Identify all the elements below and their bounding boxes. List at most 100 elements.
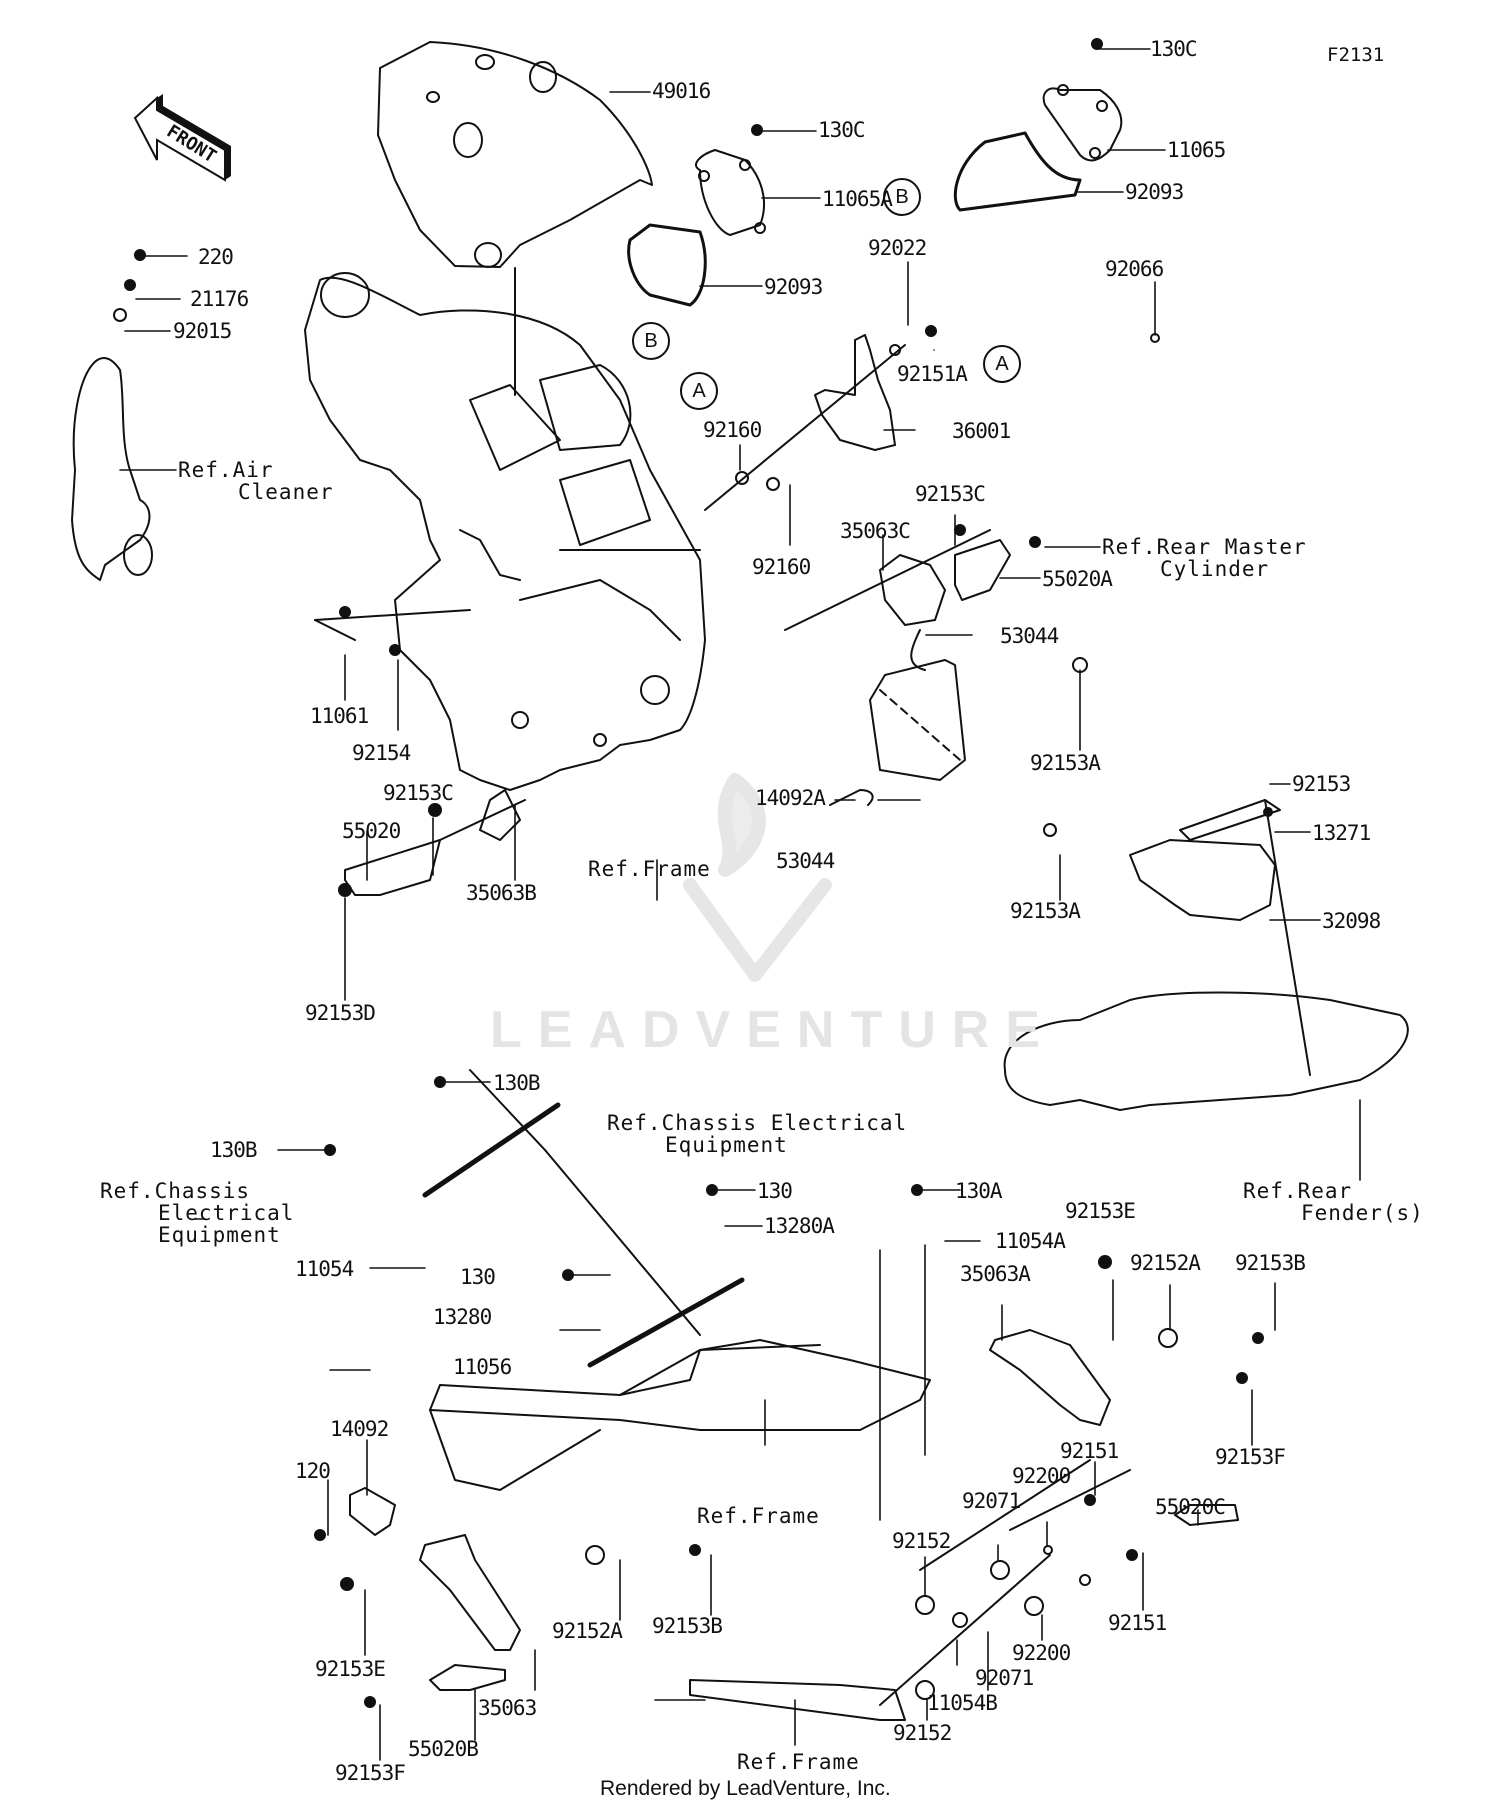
ref-line: Ref.Rear Master — [1102, 535, 1307, 559]
part-label[interactable]: 92153B — [652, 1614, 723, 1638]
air-cleaner-outlet — [123, 534, 153, 576]
part-92093-gasket-a — [627, 223, 707, 307]
part-label[interactable]: 92022 — [868, 236, 927, 260]
part-label[interactable]: 130A — [955, 1179, 1003, 1203]
lower-frame-shape — [429, 1339, 931, 1431]
part-label[interactable]: 120 — [295, 1459, 331, 1483]
part-label[interactable]: 92153F — [1215, 1445, 1286, 1469]
ref-marker-a-top[interactable]: A — [680, 372, 718, 410]
rear-fender-shape — [1003, 991, 1409, 1111]
part-label[interactable]: 130 — [460, 1265, 496, 1289]
part-label[interactable]: 92151 — [1108, 1611, 1167, 1635]
part-label[interactable]: 92153 — [1292, 772, 1351, 796]
part-label[interactable]: 55020 — [342, 819, 401, 843]
part-label[interactable]: 32098 — [1322, 909, 1381, 933]
fastener-icons — [113, 38, 1273, 1708]
part-label[interactable]: 92093 — [1125, 180, 1184, 204]
part-label[interactable]: 55020B — [408, 1737, 479, 1761]
part-label[interactable]: 14092 — [330, 1417, 389, 1441]
ref-line: Ref.Air — [178, 458, 274, 482]
ref-line: Cylinder — [1160, 557, 1270, 581]
part-label[interactable]: 11054 — [295, 1257, 354, 1281]
ref-label-chassis-electrical-2[interactable]: Ref.Chassis Electrical Equipment — [100, 1180, 294, 1246]
part-label[interactable]: 92153E — [1065, 1199, 1136, 1223]
ref-label-frame-bottom[interactable]: Ref.Frame — [737, 1751, 860, 1773]
part-49016-shape — [377, 41, 653, 268]
part-label[interactable]: 49016 — [652, 79, 711, 103]
part-32098-shape — [1129, 839, 1276, 921]
part-label[interactable]: 92071 — [962, 1489, 1021, 1513]
ref-label-rear-master-cylinder[interactable]: Ref.Rear Master Cylinder — [1102, 536, 1307, 580]
part-label[interactable]: 11065 — [1167, 138, 1226, 162]
part-11054-bar — [422, 1102, 561, 1198]
part-label[interactable]: 36001 — [952, 419, 1011, 443]
ref-label-rear-fender[interactable]: Ref.Rear Fender(s) — [1243, 1180, 1424, 1224]
part-label[interactable]: 35063 — [478, 1696, 537, 1720]
part-label[interactable]: 53044 — [776, 849, 835, 873]
part-label[interactable]: 130C — [818, 118, 866, 142]
fuel-tank-body — [304, 276, 706, 791]
part-label[interactable]: 14092A — [755, 786, 826, 810]
part-label[interactable]: 11061 — [310, 704, 369, 728]
part-label[interactable]: 55020C — [1155, 1495, 1226, 1519]
part-label[interactable]: 21176 — [190, 287, 249, 311]
part-label[interactable]: 92200 — [1012, 1641, 1071, 1665]
ref-marker-a-right[interactable]: A — [983, 345, 1021, 383]
ref-line: Ref.Chassis Electrical — [607, 1111, 908, 1135]
part-label[interactable]: 11056 — [453, 1355, 512, 1379]
part-label[interactable]: 92153A — [1030, 751, 1101, 775]
part-55020b-shape — [429, 1664, 506, 1691]
ref-label-air-cleaner[interactable]: Ref.Air Cleaner — [178, 459, 334, 503]
part-label[interactable]: 92152A — [1130, 1251, 1201, 1275]
part-label[interactable]: 92151A — [897, 362, 968, 386]
part-label[interactable]: 92153A — [1010, 899, 1081, 923]
part-label[interactable]: 13280 — [433, 1305, 492, 1329]
front-direction-arrow-icon: FRONT — [133, 94, 231, 182]
ref-line: Electrical — [158, 1201, 295, 1225]
part-label[interactable]: 92153E — [315, 1657, 386, 1681]
part-label[interactable]: 35063C — [840, 519, 911, 543]
part-label[interactable]: 92153C — [915, 482, 986, 506]
part-label[interactable]: 92160 — [703, 418, 762, 442]
ref-label-frame-upper[interactable]: Ref.Frame — [588, 858, 711, 880]
part-label[interactable]: 92015 — [173, 319, 232, 343]
ref-marker-b-top[interactable]: B — [632, 322, 670, 360]
part-label[interactable]: 92071 — [975, 1666, 1034, 1690]
part-label[interactable]: 13271 — [1312, 821, 1371, 845]
part-label[interactable]: 13280A — [764, 1214, 835, 1238]
part-label[interactable]: 92093 — [764, 275, 823, 299]
part-label[interactable]: 55020A — [1042, 567, 1113, 591]
part-label[interactable]: 92153B — [1235, 1251, 1306, 1275]
part-label[interactable]: 92160 — [752, 555, 811, 579]
part-label[interactable]: 130C — [1150, 37, 1198, 61]
part-label[interactable]: 92153D — [305, 1001, 376, 1025]
part-label[interactable]: 92151 — [1060, 1439, 1119, 1463]
ref-marker-b-right[interactable]: B — [883, 178, 921, 216]
part-label[interactable]: 92154 — [352, 741, 411, 765]
part-label[interactable]: 92152 — [892, 1529, 951, 1553]
part-label[interactable]: 92152A — [552, 1619, 623, 1643]
part-label[interactable]: 92200 — [1012, 1464, 1071, 1488]
part-label[interactable]: 35063A — [960, 1262, 1031, 1286]
part-35063b-shape — [479, 789, 521, 841]
part-label[interactable]: 92153C — [383, 781, 454, 805]
ref-line: Ref.Rear — [1243, 1179, 1353, 1203]
ref-label-chassis-electrical-1[interactable]: Ref.Chassis Electrical Equipment — [607, 1112, 907, 1156]
part-label[interactable]: 220 — [198, 245, 234, 269]
part-label[interactable]: 92153F — [335, 1761, 406, 1785]
air-cleaner-duct — [71, 357, 151, 581]
part-label[interactable]: 92152 — [893, 1721, 952, 1745]
part-55020c-shape — [1174, 1504, 1239, 1526]
part-11056-bar — [587, 1277, 745, 1368]
part-label[interactable]: 130B — [210, 1138, 258, 1162]
part-label[interactable]: 53044 — [1000, 624, 1059, 648]
ref-label-frame-middle[interactable]: Ref.Frame — [697, 1505, 820, 1527]
part-label[interactable]: 11065A — [822, 187, 893, 211]
ref-line: Fender(s) — [1301, 1201, 1424, 1225]
part-label[interactable]: 11054B — [927, 1691, 998, 1715]
part-label[interactable]: 92066 — [1105, 257, 1164, 281]
part-label[interactable]: 11054A — [995, 1229, 1066, 1253]
part-label[interactable]: 35063B — [466, 881, 537, 905]
part-label[interactable]: 130B — [493, 1071, 541, 1095]
part-label[interactable]: 130 — [757, 1179, 793, 1203]
